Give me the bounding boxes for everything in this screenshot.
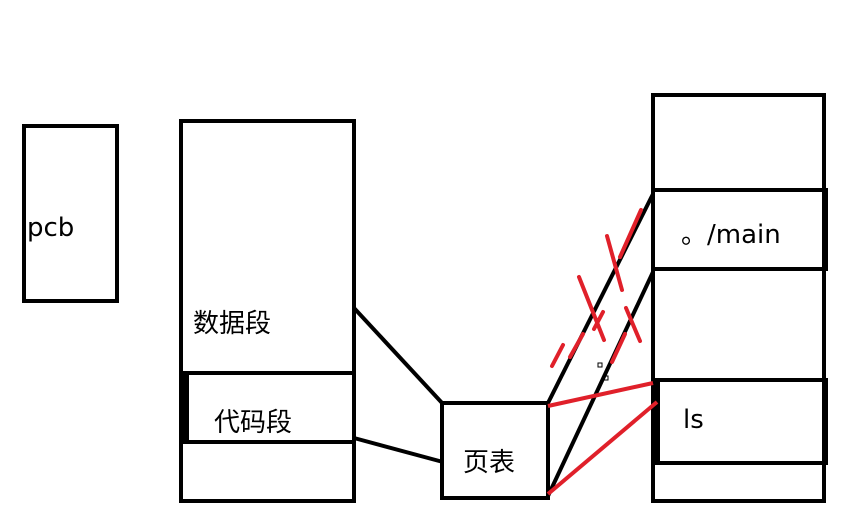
code-segment-to-page-table-line <box>353 436 444 464</box>
page-table-to-main-line-2 <box>546 271 655 497</box>
virtual-address-space: 数据段 代码段 <box>179 119 356 503</box>
ls-program-block <box>654 378 828 465</box>
main-program-block <box>651 188 828 271</box>
ls-program-label: ls <box>683 405 704 435</box>
main-program-label: 。/main <box>681 220 781 250</box>
code-segment-marker <box>183 373 189 442</box>
strikethrough-marks <box>550 208 643 368</box>
page-table-to-ls-line-2 <box>546 400 659 496</box>
physical-memory: 。/main ls <box>651 93 828 503</box>
pcb-label: pcb <box>27 213 74 243</box>
data-segment-label: 数据段 <box>193 309 271 339</box>
page-table-box: 页表 <box>440 401 550 500</box>
page-table-to-main-line-1 <box>546 193 655 404</box>
data-segment-to-page-table-line <box>352 306 445 406</box>
cursor-icon <box>597 362 609 381</box>
code-segment-label: 代码段 <box>214 408 292 438</box>
page-table-label: 页表 <box>463 448 515 478</box>
pcb-box: pcb <box>22 124 119 303</box>
page-table-to-ls-line-1 <box>547 381 654 408</box>
